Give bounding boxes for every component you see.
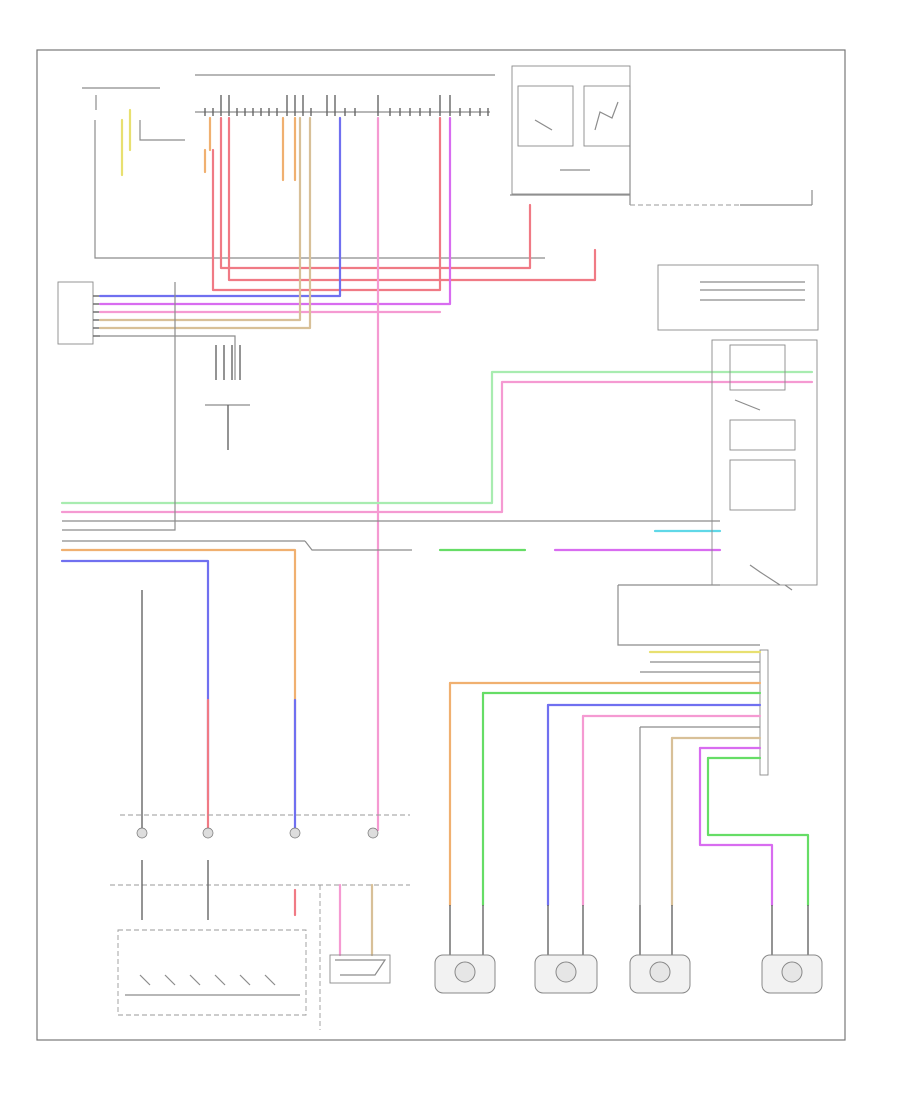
relay-module-box (511, 65, 631, 195)
sensor-1 (434, 905, 496, 994)
top-module-section (57, 65, 819, 345)
connector-pin-row (204, 95, 489, 116)
right-connector-and-wires (448, 649, 810, 907)
switch-assembly-box (117, 929, 307, 1016)
right-relay-box (657, 264, 819, 331)
right-module-stack (617, 339, 818, 646)
top-wires (98, 116, 597, 832)
ground-symbol (784, 190, 813, 591)
middle-wire-bundle (60, 282, 814, 812)
left-connector-cluster (205, 345, 250, 450)
left-lower-section (110, 590, 410, 1030)
left-sensor-block (57, 281, 94, 345)
wheel-speed-sensors (434, 905, 823, 994)
sensor-2 (534, 905, 598, 994)
sensor-4 (761, 905, 823, 994)
small-device-box (329, 954, 391, 984)
sensor-3 (629, 905, 691, 994)
diagram-frame (36, 49, 846, 1041)
